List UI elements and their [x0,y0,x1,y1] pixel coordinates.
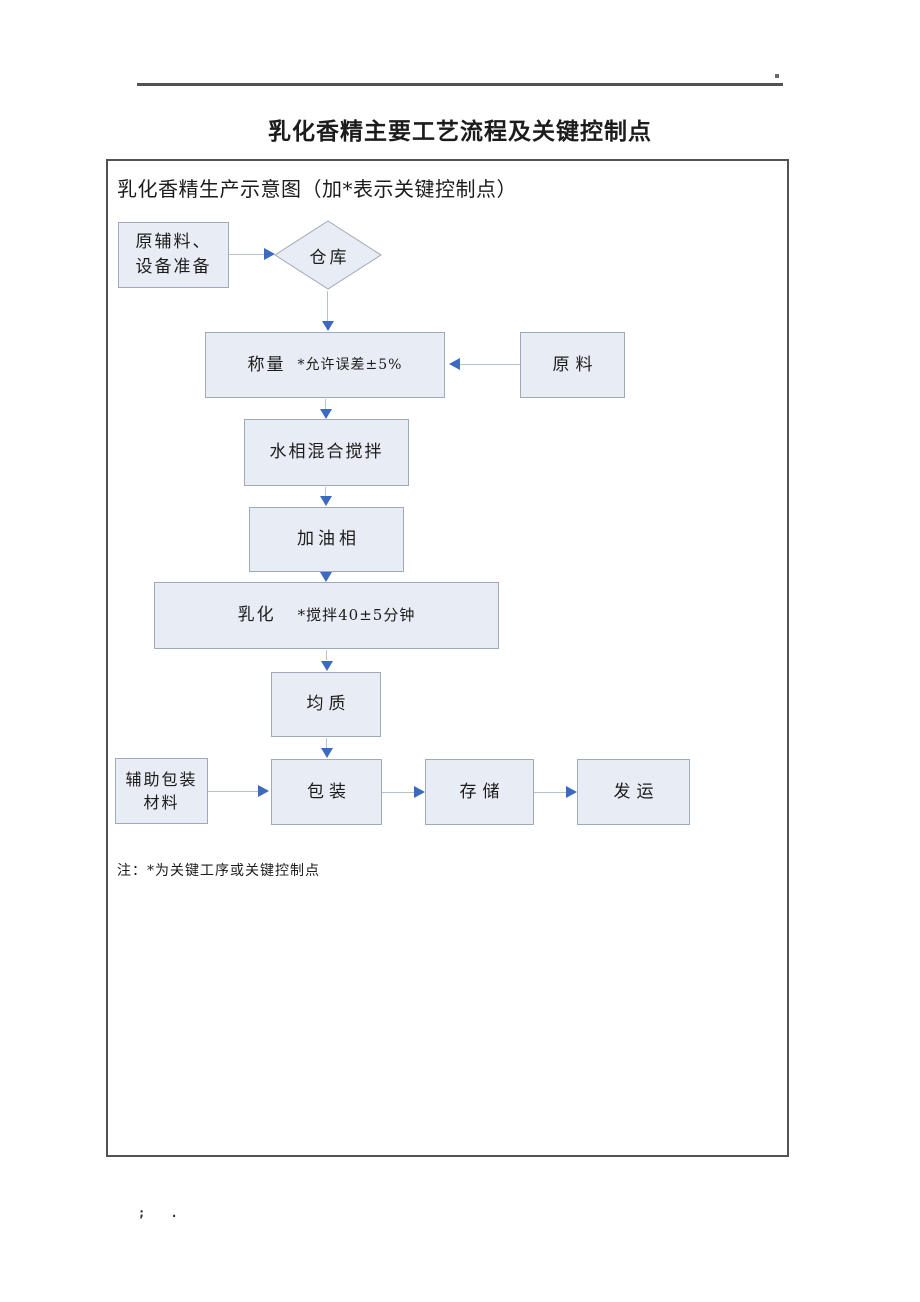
node-add-oil-phase-label: 加油相 [297,529,360,550]
node-packaging-label: 包装 [307,781,351,802]
node-warehouse-label: 仓库 [309,247,350,268]
node-raw-material-label: 原料 [552,354,599,375]
arrowhead-right-icon [258,785,269,797]
arrowhead-right-icon [566,786,577,798]
connector-weigh-water [325,399,326,409]
diagram-caption: 乳化香精生产示意图（加*表示关键控制点） [117,177,517,201]
arrowhead-down-icon [320,572,332,582]
node-homogenize-label: 均质 [306,694,351,715]
connector-aux-packaging [208,791,258,792]
connector-emulsify-homogenize [326,650,327,660]
node-emulsify-annotation: *搅拌40±5分钟 [297,605,416,624]
node-weigh-label: 称量 [247,354,286,375]
dot-mark [775,74,779,78]
node-storage: 存储 [425,759,534,825]
node-storage-label: 存储 [459,781,506,802]
connector-prep-warehouse [229,254,265,255]
arrowhead-down-icon [322,321,334,331]
node-aux-packaging: 辅助包装材料 [115,758,208,824]
connector-warehouse-weigh [327,291,328,321]
arrowhead-left-icon [449,358,460,370]
arrowhead-down-icon [321,748,333,758]
node-prep-label: 原辅料、设备准备 [135,232,212,277]
connector-packaging-storage [382,792,414,793]
node-packaging: 包装 [271,759,382,825]
node-aux-packaging-label: 辅助包装材料 [125,769,198,812]
node-water-phase-mix: 水相混合搅拌 [244,419,409,486]
node-shipping: 发运 [577,759,690,825]
node-warehouse: 仓库 [274,220,382,290]
node-weigh: 称量 *允许误差±5% [205,332,445,398]
node-weigh-annotation: *允许误差±5% [297,356,403,373]
node-water-phase-mix-label: 水相混合搅拌 [269,442,384,463]
node-emulsify: 乳化 *搅拌40±5分钟 [154,582,499,649]
diamond-shape [274,220,382,290]
arrowhead-right-icon [264,248,275,260]
node-shipping-label: 发运 [613,781,660,802]
node-emulsify-label: 乳化 [237,605,276,626]
connector-raw-weigh [460,364,520,365]
header-rule [137,83,783,86]
node-prep: 原辅料、设备准备 [118,222,229,288]
connector-water-oil [325,487,326,496]
page-title: 乳化香精主要工艺流程及关键控制点 [268,118,652,145]
connector-homogenize-packaging [326,738,327,748]
arrowhead-down-icon [320,409,332,419]
connector-storage-shipping [534,792,566,793]
arrowhead-right-icon [414,786,425,798]
arrowhead-down-icon [320,496,332,506]
key-point-note: 注：*为关键工序或关键控制点 [117,863,320,879]
diagram-frame: 乳化香精生产示意图（加*表示关键控制点） 原辅料、设备准备 仓库 称量 *允许误… [106,159,789,1157]
node-homogenize: 均质 [271,672,381,737]
node-add-oil-phase: 加油相 [249,507,404,572]
arrowhead-down-icon [321,661,333,671]
node-raw-material: 原料 [520,332,625,398]
footer-specks: ; . [138,1206,187,1220]
